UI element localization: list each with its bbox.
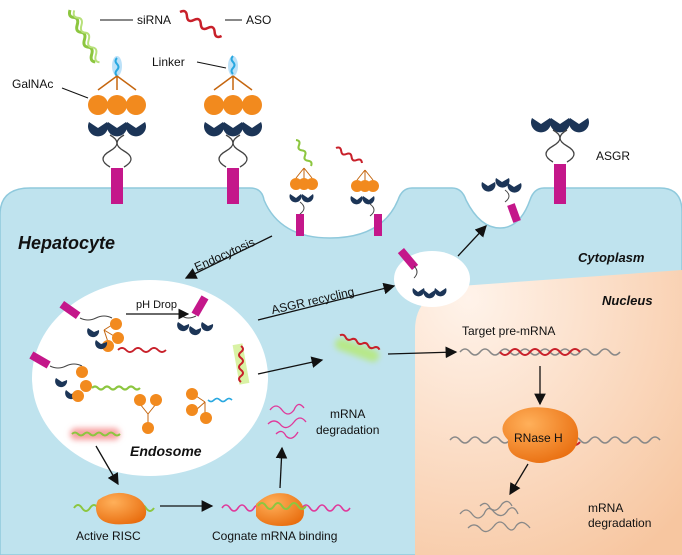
label-target-pre-mrna: Target pre-mRNA bbox=[462, 324, 555, 338]
label-mrna-degradation-nucleus-1: mRNA bbox=[588, 501, 623, 515]
label-galnac: GalNAc bbox=[12, 77, 53, 91]
label-cognate-binding: Cognate mRNA binding bbox=[212, 529, 337, 543]
internalizing-conjugates bbox=[289, 139, 382, 236]
degraded-mrna-cytoplasm bbox=[267, 403, 307, 439]
escaped-aso bbox=[335, 333, 381, 362]
vesicle-receptor bbox=[397, 248, 447, 299]
aso-escape-arrow bbox=[257, 356, 324, 375]
free-sirna-endosome bbox=[70, 428, 121, 440]
asgr-recycling-arrow bbox=[257, 282, 396, 321]
label-sirna: siRNA bbox=[137, 13, 171, 27]
label-rnase-h: RNase H bbox=[514, 431, 563, 445]
label-mrna-degradation-cytoplasm-1: mRNA bbox=[330, 407, 365, 421]
label-mrna-degradation-nucleus-2: degradation bbox=[588, 516, 651, 530]
label-ph-drop: pH Drop bbox=[136, 299, 177, 311]
label-mrna-degradation-cytoplasm-2: degradation bbox=[316, 423, 379, 437]
asgr-receptor bbox=[530, 118, 589, 204]
label-linker: Linker bbox=[152, 55, 185, 69]
empty-receptor-invagination bbox=[481, 178, 522, 223]
label-cytoplasm: Cytoplasm bbox=[578, 250, 645, 265]
linker-leader bbox=[196, 61, 227, 69]
sirna-to-risc-arrow bbox=[95, 445, 119, 486]
degraded-mrna-nucleus bbox=[459, 500, 531, 533]
label-nucleus: Nucleus bbox=[602, 293, 653, 308]
label-endosome: Endosome bbox=[130, 443, 202, 459]
aso-conjugate bbox=[179, 9, 262, 204]
cognate-to-degradation-arrow bbox=[275, 446, 288, 489]
label-hepatocyte: Hepatocyte bbox=[18, 233, 115, 253]
endocytosis-arrow bbox=[184, 235, 273, 279]
target-pre-mrna bbox=[459, 348, 621, 356]
sirna-conjugate bbox=[67, 9, 146, 204]
label-active-risc: Active RISC bbox=[76, 529, 141, 543]
endosome-contents bbox=[29, 295, 250, 434]
active-risc bbox=[73, 492, 155, 525]
vesicle-to-membrane-arrow bbox=[457, 225, 487, 257]
rnaseh-to-degradation-arrow bbox=[509, 463, 529, 496]
rnase-h-complex bbox=[449, 407, 661, 463]
label-aso: ASO bbox=[246, 13, 271, 27]
cognate-mrna-binding bbox=[221, 493, 351, 526]
galnac-leader bbox=[61, 87, 89, 99]
aso-to-nucleus-arrow bbox=[387, 346, 458, 359]
label-asgr: ASGR bbox=[596, 149, 630, 163]
